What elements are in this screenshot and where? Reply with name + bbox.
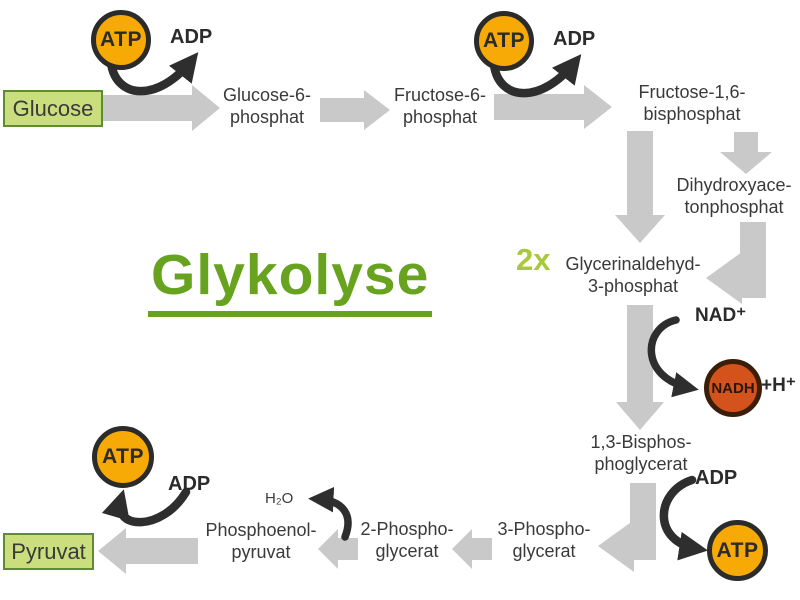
glucose-box: Glucose	[3, 90, 103, 127]
arrow-glucose-to-g6p	[103, 85, 220, 131]
node-3-phosphoglycerat: 3-Phospho- glycerat	[497, 519, 591, 561]
atp-circle-2: ATP	[474, 11, 534, 71]
arrow-adp-to-atp-bottom-left	[101, 487, 191, 527]
arrow-f16bp-to-dhap	[720, 132, 772, 174]
multiplier-2x: 2x	[516, 242, 551, 277]
arrow-dhap-to-gap-shaft	[740, 222, 766, 298]
node-glycerinaldehyd-3-phosphat: Glycerinaldehyd- 3-phosphat	[565, 254, 701, 296]
adp-label-1: ADP	[170, 26, 213, 48]
arrow-water-release	[308, 486, 352, 541]
diagram-title: Glykolyse	[148, 242, 433, 317]
arrow-nad-to-nadh	[647, 316, 699, 398]
adp-label-3: ADP	[168, 473, 211, 495]
arrow-bpg-to-pg3-shaft	[630, 483, 656, 560]
nadh-circle: NADH	[704, 359, 762, 417]
atp-circle-3: ATP	[92, 426, 154, 488]
nad-plus-label: NAD⁺	[695, 305, 747, 326]
pyruvat-box: Pyruvat	[3, 533, 94, 570]
arrow-pg3-to-pg2	[452, 529, 492, 569]
arrow-pep-to-pyruvat	[98, 528, 198, 574]
arrow-atp-to-adp-1	[106, 52, 199, 96]
arrow-pg2-to-pep	[318, 529, 358, 569]
node-13-bisphosphoglycerat: 1,3-Bisphos- phoglycerat	[590, 432, 692, 474]
atp-circle-1: ATP	[91, 10, 151, 70]
atp-circle-4: ATP	[707, 520, 768, 581]
node-phosphoenolpyruvat: Phosphoenol- pyruvat	[205, 520, 317, 562]
h-plus-label: +H⁺	[761, 375, 796, 396]
adp-label-4: ADP	[695, 467, 738, 489]
node-dihydroxyacetonphosphat: Dihydroxyace- tonphosphat	[676, 175, 792, 217]
node-fructose-16-bisphosphat: Fructose-1,6- bisphosphat	[638, 82, 746, 124]
arrow-dhap-to-gap-head	[706, 252, 742, 304]
arrow-adp-to-atp-bottom-right	[659, 475, 708, 561]
water-label: H₂O	[265, 490, 294, 507]
arrow-g6p-to-f6p	[320, 90, 390, 130]
adp-label-2: ADP	[553, 28, 596, 50]
arrow-atp-to-adp-2	[489, 54, 582, 98]
arrow-f16bp-to-gap	[615, 131, 665, 243]
node-glucose-6-phosphat: Glucose-6- phosphat	[222, 85, 312, 127]
node-fructose-6-phosphat: Fructose-6- phosphat	[393, 85, 487, 127]
arrow-bpg-to-pg3-head	[598, 520, 634, 572]
node-2-phosphoglycerat: 2-Phospho- glycerat	[360, 519, 454, 561]
